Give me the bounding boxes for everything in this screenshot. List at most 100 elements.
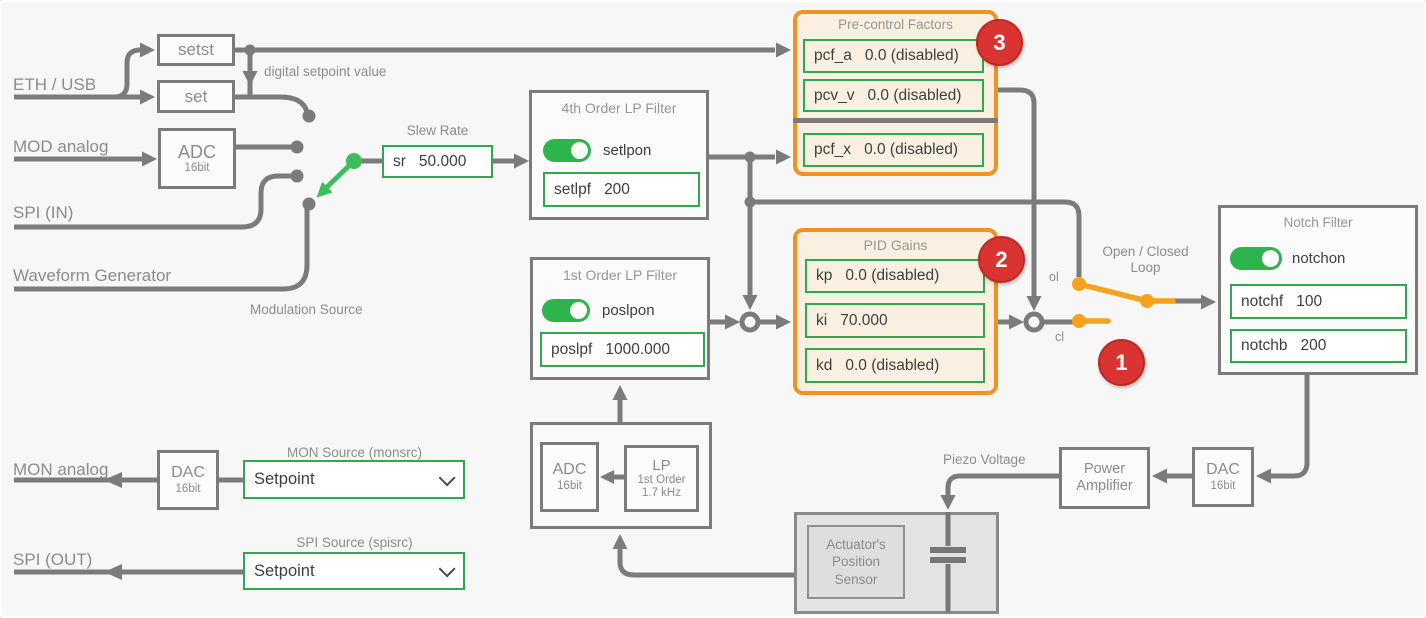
setlpon-toggle[interactable]: [543, 139, 591, 162]
toggle-knob-icon: [570, 302, 587, 319]
feedback-lp-block: LP 1st Order 1.7 kHz: [624, 445, 699, 512]
sum-junction-1: [739, 311, 761, 333]
power-amplifier-block: Power Amplifier: [1059, 447, 1150, 509]
label-piezo-voltage: Piezo Voltage: [943, 452, 1026, 467]
modsource-setpoint-node[interactable]: [302, 109, 316, 123]
pcf-a-field[interactable]: pcf_a 0.0 (disabled): [803, 39, 984, 73]
setlpf-field[interactable]: setlpf 200: [543, 172, 700, 207]
actuator-block: Actuator's Position Sensor: [794, 512, 999, 614]
sensor-line1: Actuator's: [826, 536, 886, 552]
badge-number: 2: [995, 246, 1008, 272]
pcf-x-field[interactable]: pcf_x 0.0 (disabled): [803, 133, 984, 167]
notchon-toggle[interactable]: [1230, 247, 1282, 270]
mon-dac-block: DAC 16bit: [157, 450, 219, 510]
adc-title: ADC: [177, 141, 216, 162]
precontrol-panel: Pre-control Factors pcf_a 0.0 (disabled)…: [793, 10, 998, 176]
arrowhead: [1256, 468, 1271, 484]
kp-field[interactable]: kp 0.0 (disabled): [805, 259, 985, 293]
label-ol: ol: [1049, 270, 1059, 284]
feedback-adc-block: ADC 16bit: [540, 442, 599, 512]
field-name: notchf: [1241, 292, 1284, 310]
notchf-field[interactable]: notchf 100: [1230, 284, 1407, 319]
open-closed-loop-switch[interactable]: [1072, 277, 1176, 328]
dropdown-value: Setpoint: [254, 470, 315, 488]
field-value: 0.0 (disabled): [845, 356, 940, 374]
arrowhead: [776, 42, 791, 58]
label-cl: cl: [1055, 330, 1065, 344]
wire-precontrol-out: [998, 87, 1037, 299]
switch-arm[interactable]: [1076, 281, 1150, 304]
mon-source-dropdown[interactable]: Setpoint: [243, 460, 465, 499]
poslpon-toggle[interactable]: [542, 299, 590, 322]
arrowhead: [725, 314, 740, 330]
feedback-adc-group: ADC 16bit LP 1st Order 1.7 kHz: [530, 422, 712, 529]
precontrol-divider: [793, 118, 998, 123]
label-slew-rate: Slew Rate: [406, 123, 469, 138]
setst-block: setst: [157, 34, 235, 66]
dac-title: DAC: [171, 464, 205, 482]
sensor-line2: Position: [831, 554, 881, 570]
wires: [14, 47, 1310, 578]
sum-junction-2: [1023, 311, 1045, 333]
dac-subtitle: 16bit: [1210, 479, 1236, 492]
sr-field[interactable]: sr 50.000: [382, 145, 493, 178]
arrowhead: [1201, 294, 1216, 310]
lp-order: 1st Order: [637, 473, 686, 486]
adc-input-block: ADC 16bit: [158, 128, 236, 189]
power-amp-line1: Power: [1083, 461, 1126, 478]
setlp-title: 4th Order LP Filter: [561, 100, 677, 116]
lp-title: LP: [652, 456, 671, 474]
pcv-v-field[interactable]: pcv_v 0.0 (disabled): [803, 79, 984, 112]
field-name: notchb: [1241, 337, 1288, 354]
notchb-field[interactable]: notchb 200: [1230, 329, 1407, 363]
setst-label: setst: [178, 40, 214, 60]
selector-pivot-dot[interactable]: [346, 153, 362, 169]
modsource-analog-node[interactable]: [290, 140, 304, 154]
field-value: 70.000: [840, 311, 888, 329]
ol-node[interactable]: [1072, 277, 1086, 291]
precontrol-title: Pre-control Factors: [838, 17, 953, 32]
setlpon-label: setlpon: [603, 142, 652, 159]
arrowheads: [104, 42, 1271, 580]
field-name: setlpf: [554, 180, 592, 198]
arrowhead: [142, 151, 157, 167]
poslpf-field[interactable]: poslpf 1000.000: [540, 332, 705, 367]
badge-number: 1: [1115, 349, 1128, 375]
kd-field[interactable]: kd 0.0 (disabled): [805, 348, 985, 383]
cl-node[interactable]: [1072, 314, 1086, 328]
wire-set-to-selector: [235, 94, 310, 113]
modsource-waveform-node[interactable]: [302, 197, 316, 211]
wire-spi-in: [14, 173, 291, 230]
modulation-source-selector[interactable]: [316, 153, 362, 198]
label-waveform-generator: Waveform Generator: [13, 266, 172, 285]
field-value: 100: [1296, 292, 1323, 310]
notchon-label: notchon: [1292, 250, 1346, 267]
arrowhead: [514, 153, 529, 169]
junction-dot: [244, 44, 256, 56]
switch-pivot-node: [1140, 294, 1154, 308]
arrowhead: [242, 71, 258, 86]
wire-piezo: [945, 473, 1059, 498]
set-block: set: [157, 80, 235, 113]
arrowhead: [940, 495, 956, 510]
field-name: kp: [816, 267, 833, 284]
chevron-down-icon: [438, 560, 456, 578]
lp-cutoff: 1.7 kHz: [642, 487, 681, 500]
arrowhead: [776, 149, 791, 165]
label-mon-analog: MON analog: [13, 460, 109, 479]
label-mod-analog: MOD analog: [13, 137, 109, 156]
callout-badge-2: 2: [978, 236, 1025, 283]
modsource-spi-node[interactable]: [290, 169, 304, 183]
wire-sensor-out: [617, 546, 794, 578]
spi-source-dropdown[interactable]: Setpoint: [243, 552, 465, 590]
pid-title: PID Gains: [863, 237, 928, 253]
badge-number: 3: [993, 29, 1006, 55]
arrowhead: [140, 89, 155, 105]
field-value: 0.0 (disabled): [845, 267, 940, 284]
label-spi-in: SPI (IN): [13, 203, 74, 222]
wire-openloop-path: [750, 199, 1082, 277]
ki-field[interactable]: ki 70.000: [805, 303, 985, 338]
arrowhead: [1026, 296, 1042, 311]
label-spi-out: SPI (OUT): [13, 550, 93, 569]
